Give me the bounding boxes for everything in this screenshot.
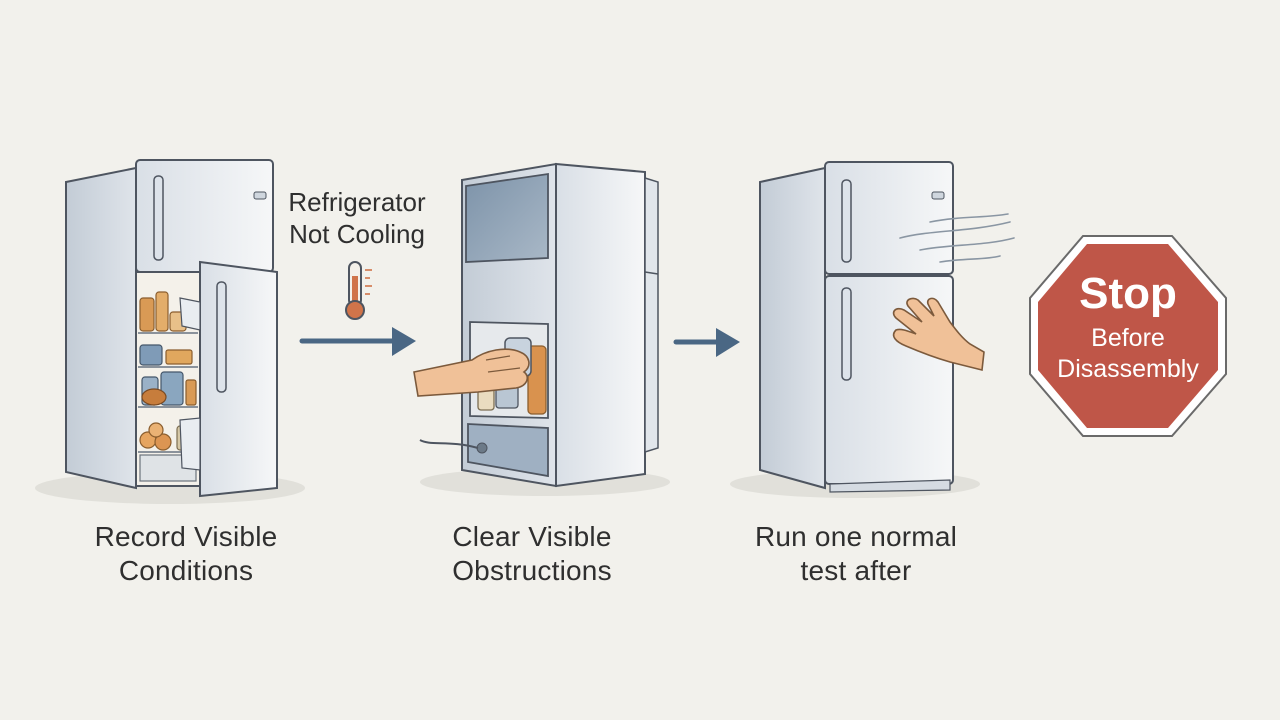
step3-caption: Run one normal test after [746,520,966,588]
hand-icon [892,297,985,371]
step2-caption-line2: Obstructions [452,555,612,586]
stop-sign-icon [1029,235,1227,437]
step3-caption-line2: test after [800,555,912,586]
step1-caption: Record Visible Conditions [86,520,286,588]
step1-caption-line1: Record Visible [94,521,278,552]
step2-caption: Clear Visible Obstructions [432,520,632,588]
stop-sign-subtitle-line1: Before [1091,324,1165,352]
arrow-right-icon [299,327,416,356]
arrow-right-icon [673,328,740,357]
step3-caption-line1: Run one normal [754,521,958,552]
hand-icon [413,337,532,397]
step1-fridge-illustration [35,159,305,504]
problem-label-line2: Not Cooling [289,219,425,249]
problem-label: Refrigerator Not Cooling [268,186,446,250]
stop-sign-subtitle: Before Disassembly [1030,323,1226,385]
step2-caption-line1: Clear Visible [452,521,612,552]
step2-fridge-illustration [419,162,670,496]
step1-caption-line2: Conditions [118,555,254,586]
stop-sign-title: Stop [1079,269,1177,318]
problem-label-line1: Refrigerator [288,187,426,217]
step3-fridge-illustration [730,161,1015,498]
thermometer-icon [345,261,372,320]
stop-sign-subtitle-line2: Disassembly [1057,355,1199,383]
